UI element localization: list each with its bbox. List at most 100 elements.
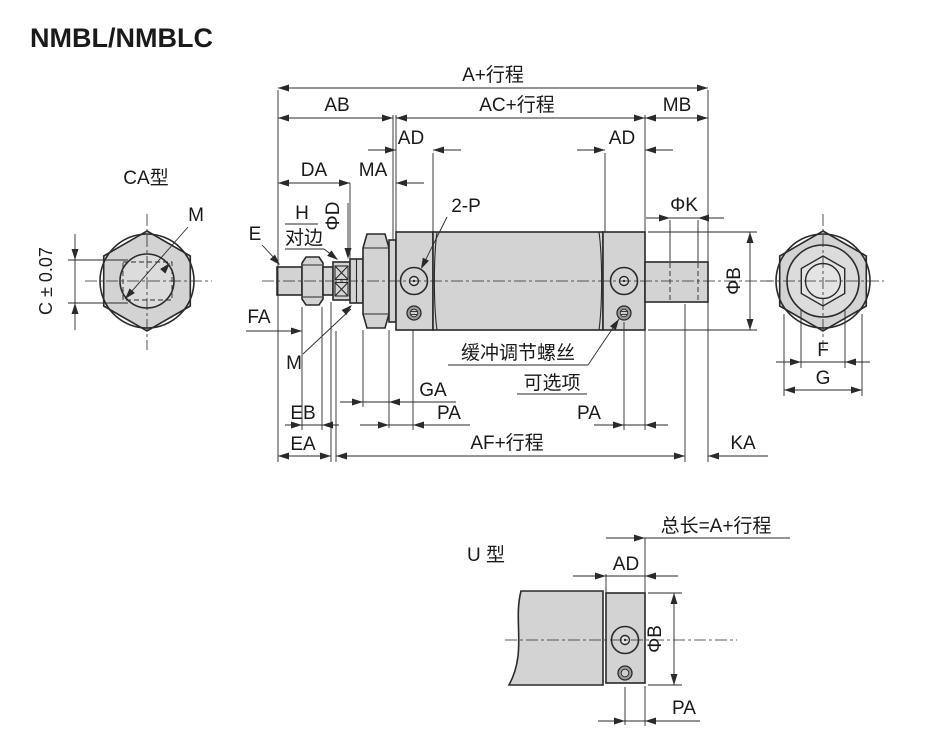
dim-paf-arrow-l [378, 421, 389, 429]
m-thread-leader [302, 308, 352, 355]
dim-ab-arrow-r [382, 114, 393, 122]
knurl-x2 [334, 265, 349, 280]
dim-g-arrow-l [784, 386, 795, 394]
c-dim-label: C ± 0.07 [36, 247, 56, 315]
dim-ka-label: KA [730, 433, 756, 454]
dim-ga-label: GA [419, 380, 447, 401]
u-cushion-screw-socket [620, 668, 630, 678]
dim-a-arrow-l [278, 84, 289, 92]
dim-da-arrow-r [339, 179, 350, 187]
dim-ac-label: AC+行程 [479, 94, 555, 116]
u-dim-ad-arrow-l [595, 572, 606, 580]
dim-mb-arrow-l [645, 114, 656, 122]
dim-ea-arrow-r [320, 452, 331, 460]
u-tube-broken [507, 590, 604, 686]
front-port [399, 266, 429, 296]
dim-mb-label: MB [663, 95, 692, 116]
dim-fa-arrow [291, 327, 302, 335]
ports-leader [421, 216, 448, 268]
dim-phik-arrow-l [659, 214, 670, 222]
dim-adf-arrow-r [433, 146, 444, 154]
m-arrow-upper [160, 263, 170, 274]
dim-ac-arrow-l [396, 114, 407, 122]
lock-nut-facet-bottom [334, 281, 349, 297]
dim-adr-arrow-r [645, 146, 656, 154]
u-dim-pa-arrow-l [614, 717, 625, 725]
dim-h-label: H [295, 203, 309, 224]
dim-a-label: A+行程 [462, 64, 524, 86]
across-flats-label: 对边 [285, 227, 323, 249]
cushion-note: 缓冲调节螺丝 [461, 342, 575, 364]
u-phib-arrow-t [670, 593, 678, 604]
c-arrow-bottom [71, 303, 79, 314]
dim-ea-label: EA [290, 434, 316, 455]
u-total-label: 总长=A+行程 [661, 515, 772, 537]
dim-da-label: DA [301, 160, 328, 181]
dim-eb-label: EB [290, 403, 315, 424]
dim-ga-arrow-l [352, 398, 363, 406]
c-arrow-top [71, 249, 79, 260]
dim-af-arrow-r [674, 452, 685, 460]
dim-ga-arrow-r [389, 398, 400, 406]
dim-ab-label: AB [324, 95, 349, 116]
cushion-leader-arrow [610, 319, 619, 331]
dim-g-label: G [816, 368, 831, 389]
dim-paf-arrow-r [413, 421, 424, 429]
dim-f-label: F [817, 340, 829, 361]
dim-par-label: PA [577, 403, 601, 424]
dim-phik-label: ΦK [670, 195, 698, 216]
optional-note: 可选项 [523, 372, 580, 394]
ca-end-view: CA型 M C ± 0.07 [36, 167, 212, 350]
page-title: NMBL/NMBLC [30, 23, 213, 53]
dim-phik-arrow-r [698, 214, 709, 222]
u-dim-pa-label: PA [672, 698, 696, 719]
dim-ma-label: MA [359, 160, 388, 181]
dim-af-arrow-l [336, 452, 347, 460]
u-view-label: U 型 [467, 544, 505, 566]
dim-adr-label: AD [609, 128, 635, 149]
dimensions: A+行程 AB AC+行程 MB AD AD DA MA H [246, 64, 768, 460]
m-leader [124, 226, 189, 300]
u-type-view: U 型 总长=A+行程 AD ΦB PA [467, 515, 790, 726]
dim-e-label: E [249, 224, 262, 245]
dim-par-arrow-r [645, 421, 656, 429]
dim-eb-arrow-l [291, 421, 302, 429]
m-thread-arrow [341, 305, 352, 316]
dim-adf-arrow-l [385, 146, 396, 154]
m-arrow-lower [125, 288, 135, 299]
dim-a-arrow-r [697, 84, 708, 92]
dim-ma-arrow [396, 179, 407, 187]
extension-lines [277, 90, 757, 462]
u-dim-ad-arrow-r [645, 572, 656, 580]
u-phib-label: ΦB [645, 625, 666, 653]
lock-nut-facet-top [334, 265, 349, 281]
dim-eb-arrow-r [322, 421, 333, 429]
knurl-x4 [334, 282, 349, 297]
dim-ka-arrow [708, 452, 719, 460]
dim-phib-arrow-t [746, 232, 754, 243]
dim-phid-label: ΦD [323, 202, 344, 231]
rear-boss [644, 261, 709, 303]
main-side-view [262, 231, 772, 331]
dim-f-arrow-l [790, 358, 801, 366]
dim-ab-arrow-l [278, 114, 289, 122]
dim-fa-label: FA [247, 307, 271, 328]
h-leader-arrow [327, 250, 338, 260]
dim-g-arrow-r [851, 386, 862, 394]
dim-paf-label: PA [437, 403, 461, 424]
rear-port [609, 266, 639, 296]
rear-cushion-screw-socket [619, 308, 629, 318]
dim-adr-arrow-l [594, 146, 605, 154]
u-total-arrow [634, 534, 645, 542]
dim-ports-label: 2-P [451, 196, 481, 217]
dim-ac-arrow-r [634, 114, 645, 122]
ports-leader-arrow [421, 257, 429, 269]
dim-ea-arrow-l [278, 452, 289, 460]
dim-f-arrow-r [845, 358, 856, 366]
dim-m-label: M [286, 353, 302, 374]
dim-phib-label: ΦB [724, 267, 745, 295]
e-leader-arrow [269, 254, 280, 265]
ca-view-label: CA型 [123, 167, 168, 189]
